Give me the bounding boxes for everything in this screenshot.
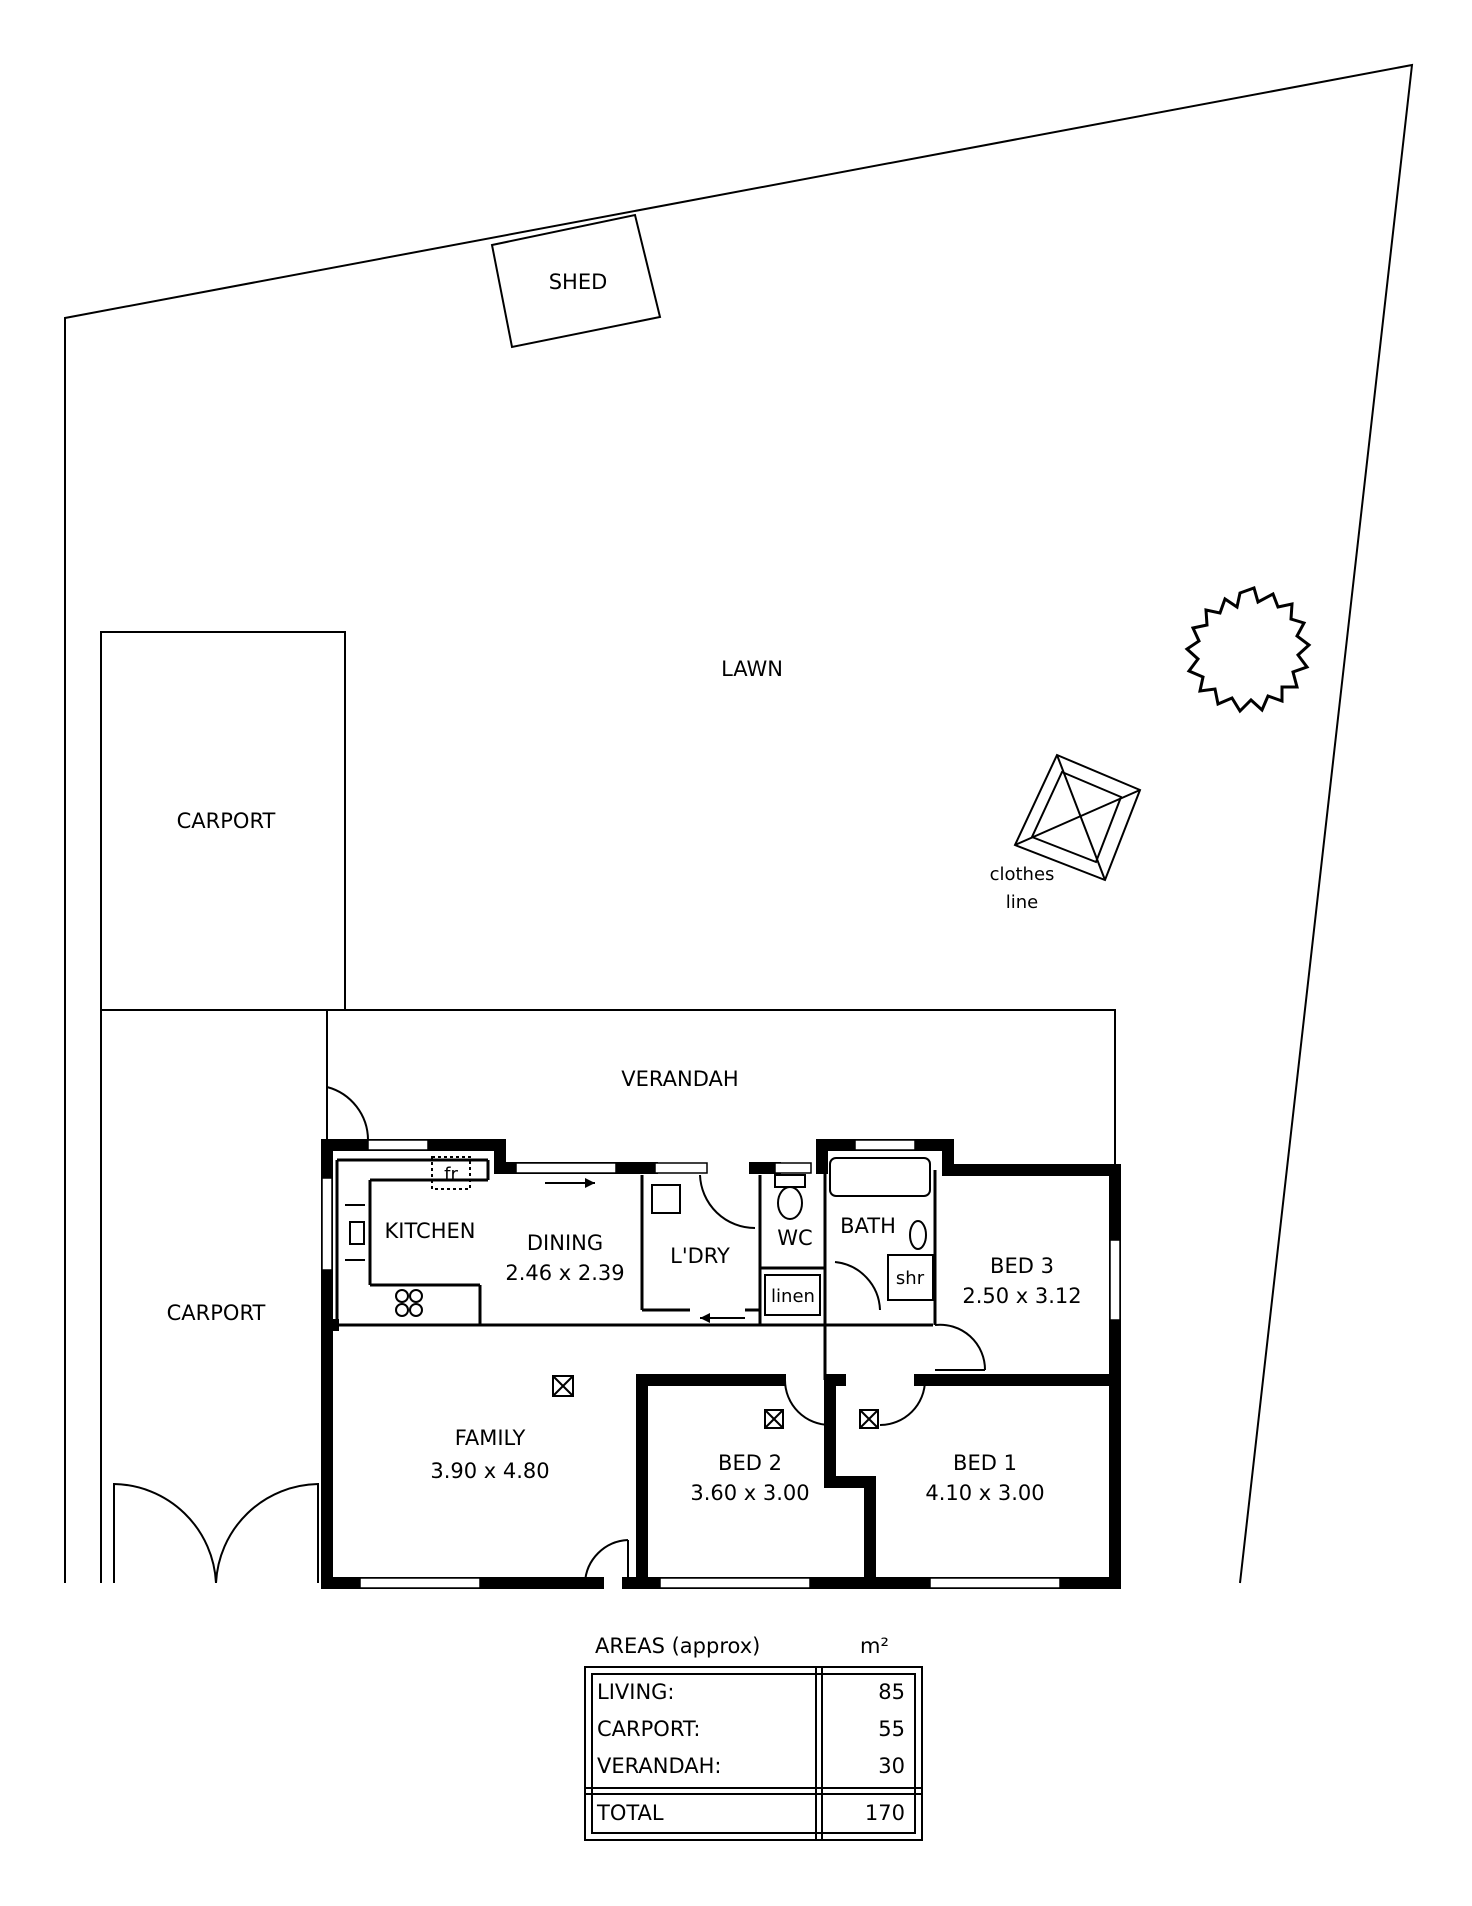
areas-table: [584, 1666, 923, 1841]
bed2-size: 3.60 x 3.00: [690, 1481, 809, 1505]
laundry-exit-arrowhead: [700, 1313, 710, 1323]
windows: [321, 1139, 1121, 1589]
areas-row-carport-value: 55: [878, 1717, 905, 1741]
shed-label: SHED: [549, 270, 608, 294]
laundry-label: L'DRY: [670, 1244, 730, 1268]
shower-label: shr: [896, 1268, 925, 1289]
verandah-label: VERANDAH: [621, 1067, 738, 1091]
fridge-label: fr: [444, 1164, 458, 1185]
kitchen-label: KITCHEN: [385, 1219, 476, 1243]
bed2-label: BED 2: [718, 1451, 782, 1475]
site-boundary: [64, 63, 1414, 1584]
carport-gates: [113, 1482, 319, 1584]
areas-row-carport-label: CARPORT:: [597, 1717, 700, 1741]
carport-bottom-outline: [100, 1009, 328, 1583]
bath-label: BATH: [840, 1214, 896, 1238]
areas-row-living-value: 85: [878, 1680, 905, 1704]
family-door-swing: [584, 1539, 629, 1584]
bed1-door-swing: [879, 1379, 926, 1426]
family-size: 3.90 x 4.80: [430, 1459, 549, 1483]
clothes-line-icon: [1013, 753, 1142, 882]
verandah-door-swing: [326, 1086, 369, 1141]
areas-unit: m²: [860, 1634, 889, 1658]
family-label: FAMILY: [455, 1426, 526, 1450]
bed3-size: 2.50 x 3.12: [962, 1284, 1081, 1308]
bed2-light-icon: [764, 1409, 784, 1429]
carport-top-label: CARPORT: [177, 809, 276, 833]
bed1-label: BED 1: [953, 1451, 1017, 1475]
ceiling-light-icon: [552, 1375, 574, 1397]
areas-total-label: TOTAL: [596, 1801, 664, 1825]
shower-outline: [887, 1254, 934, 1301]
bathtub-icon: [829, 1157, 931, 1197]
kitchen-fixtures: [345, 1156, 471, 1317]
laundry-door-swing: [699, 1174, 756, 1229]
verandah-outline: [101, 1009, 1116, 1165]
lawn-label: LAWN: [721, 657, 783, 681]
bed3-label: BED 3: [990, 1254, 1054, 1278]
tree-icon: [1184, 586, 1312, 714]
exterior-walls: [321, 1139, 1121, 1589]
bed2-door-swing: [784, 1379, 831, 1426]
dining-size: 2.46 x 2.39: [505, 1261, 624, 1285]
carport-top-outline: [100, 631, 346, 1010]
carport-bottom-label: CARPORT: [167, 1301, 266, 1325]
laundry-trough-icon: [651, 1184, 681, 1214]
bath-door-swing: [834, 1261, 881, 1311]
shed-outline: [490, 213, 662, 349]
areas-row-living-label: LIVING:: [597, 1680, 675, 1704]
areas-title: AREAS (approx): [595, 1634, 760, 1658]
bed1-light-icon: [859, 1409, 879, 1429]
dining-label: DINING: [527, 1231, 603, 1255]
interior-walls: [327, 1158, 1121, 1589]
clothes-line-label-2: line: [1006, 892, 1038, 913]
bed1-size: 4.10 x 3.00: [925, 1481, 1044, 1505]
areas-total-value: 170: [865, 1801, 905, 1825]
bed3-door-swing: [934, 1323, 987, 1371]
areas-row-verandah-label: VERANDAH:: [597, 1754, 721, 1778]
linen-cupboard: [764, 1274, 821, 1316]
sliding-door-arrowhead: [585, 1178, 595, 1188]
basin-icon: [909, 1220, 927, 1250]
wc-label: WC: [777, 1226, 812, 1250]
toilet-icon: [774, 1174, 806, 1220]
clothes-line-label-1: clothes: [990, 864, 1055, 885]
areas-row-verandah-value: 30: [878, 1754, 905, 1778]
linen-label: linen: [771, 1286, 815, 1307]
